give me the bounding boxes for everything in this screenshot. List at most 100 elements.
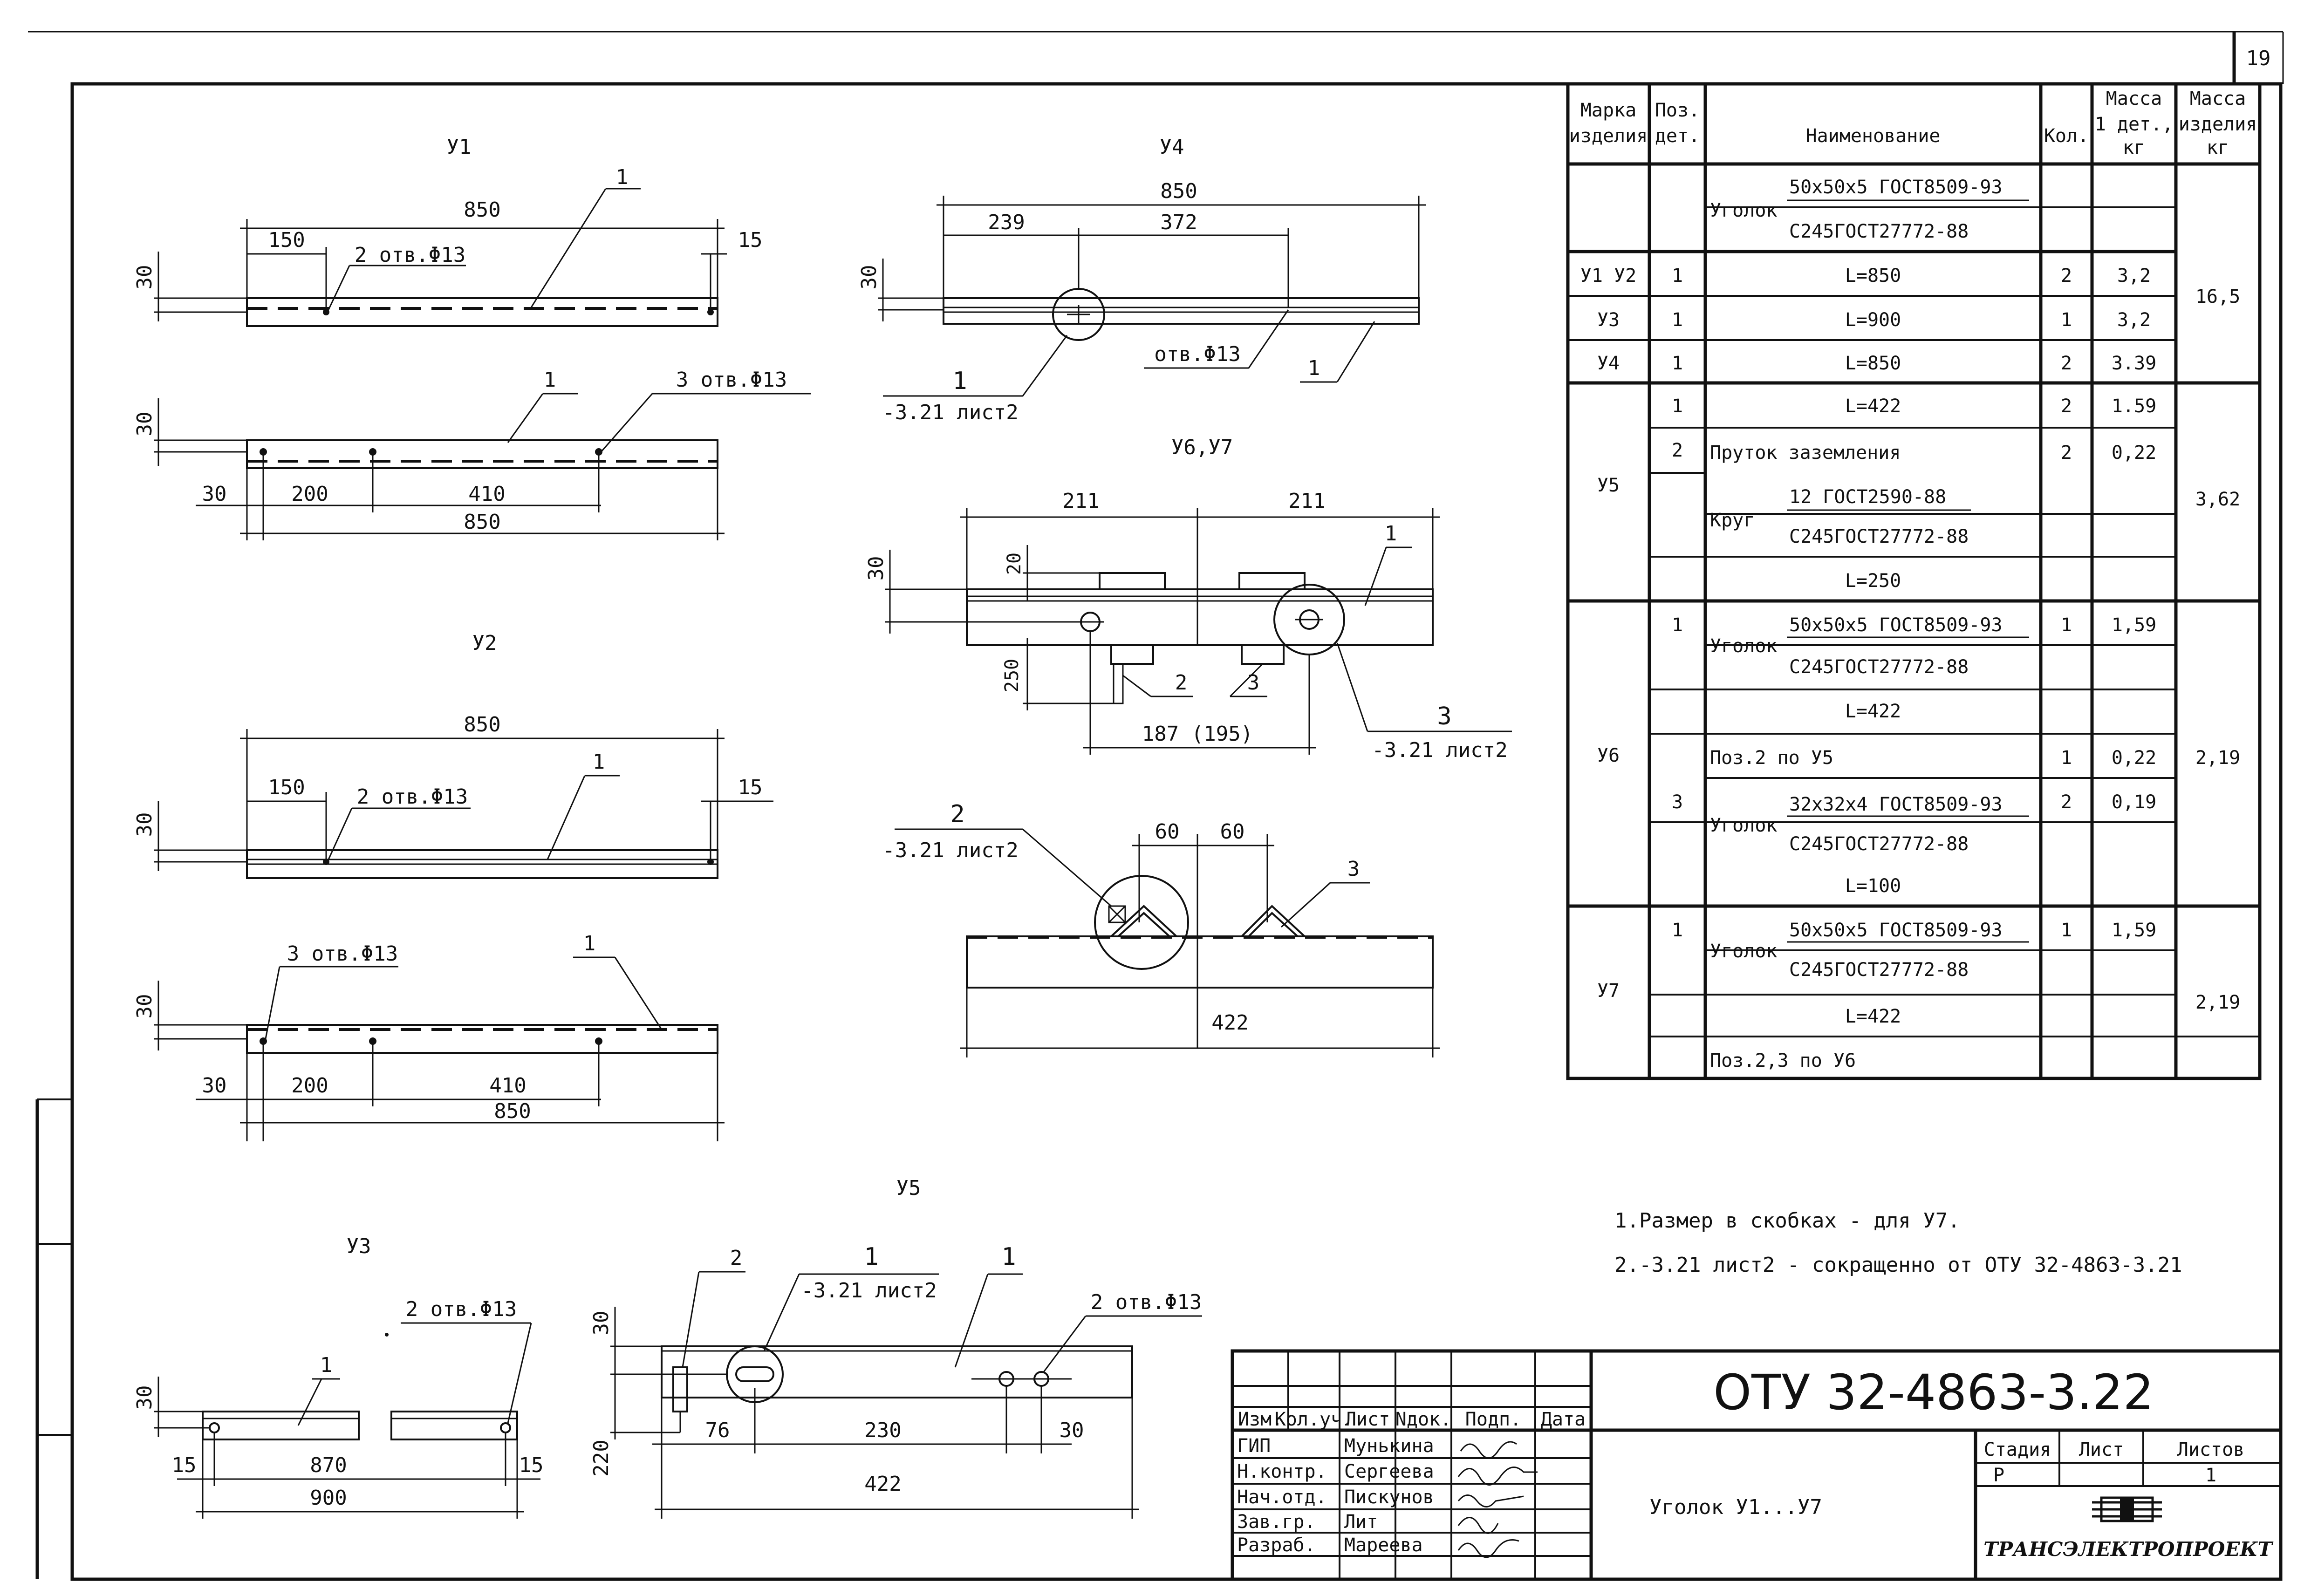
dim-200: 200 [291,482,328,506]
person: Лит [1344,1511,1378,1533]
col-list: Лист [1345,1409,1390,1430]
holes-label-bottom: 3 отв.Φ13 [676,368,787,392]
cell-mass-item: 2,19 [2195,747,2240,769]
cell-len: L=422 [1845,701,1901,722]
cell-mass: 3.39 [2112,353,2156,374]
dim-150: 150 [268,776,305,799]
hdr-qty: Кол. [2044,125,2089,147]
view-title: У4 [1160,135,1184,159]
col-ndok: Nдок. [1395,1409,1451,1430]
dim-30: 30 [133,1385,157,1410]
cell-len: L=100 [1845,875,1901,897]
hdr-massitem-2: изделия [2179,114,2257,135]
cell-qty: 2 [2061,442,2072,464]
note-1: 1.Размер в скобках - для У7. [1614,1209,1960,1233]
dim-20: 20 [1004,552,1025,575]
cell-steel: С245ГОСТ27772-88 [1789,833,1969,855]
cell-mass-item: 16,5 [2195,286,2240,307]
notes: 1.Размер в скобках - для У7. 2.-3.21 лис… [1614,1209,2182,1277]
dim-30-b: 30 [202,1074,227,1098]
pos-label-3: 3 [1247,671,1260,695]
holes-label: 2 отв.Φ13 [406,1297,517,1321]
pos-label-bottom: 1 [544,368,556,392]
person: Пискунов [1344,1487,1434,1508]
holes-label-bottom: 3 отв.Φ13 [287,942,398,966]
cell-mass: 1.59 [2112,396,2156,417]
cell-mass: 0,22 [2112,442,2156,464]
dim-850: 850 [464,510,500,534]
cell-len: L=850 [1845,353,1901,374]
dim-30-h: 30 [133,994,157,1019]
pos-label-2: 1 [1308,356,1320,380]
cell-mass: 1,59 [2112,614,2156,636]
dim-76: 76 [705,1419,730,1442]
org-name: ТРАНСЭЛЕКТРОПРОЕКТ [1983,1538,2273,1561]
dim-15: 15 [738,776,763,799]
cell-qty: 1 [2061,614,2072,636]
dim-410: 410 [489,1074,526,1098]
dim-length: 850 [1160,179,1197,203]
cell-steel: С245ГОСТ27772-88 [1789,221,1969,242]
holes-label: 2 отв.Φ13 [357,785,468,809]
sheet-title: Уголок У1...У7 [1649,1495,1822,1519]
dim-30-b: 30 [202,482,227,506]
cell-name: Уголок [1710,941,1778,962]
col-data: Дата [1541,1409,1586,1430]
hdr-massitem-3: кг [2207,137,2229,158]
cell-mark: У4 [1597,353,1620,374]
dim-30: 30 [864,556,888,581]
cell-name: Уголок [1710,815,1778,836]
note-2: 2.-3.21 лист2 - сокращенно от ОТУ 32-486… [1614,1253,2182,1277]
dim-422: 422 [864,1472,901,1496]
cell-ref: Поз.2,3 по У6 [1710,1050,1856,1071]
sheet-frame: 19 [28,31,2284,1581]
pos-label-1b: 1 [1001,1243,1016,1271]
view-title: У3 [347,1235,371,1258]
cell-mass: 1,59 [2112,920,2156,941]
dim-length: 850 [464,198,500,222]
holes-label: 2 отв.Φ13 [355,243,465,267]
view-u6-u7: У6,У7 211 211 30 20 250 187 (195) [864,436,1512,762]
cell-mass: 3,2 [2117,309,2151,331]
cell-pos: 1 [1672,920,1683,941]
cell-steel: С245ГОСТ27772-88 [1789,526,1969,547]
dim-200: 200 [291,1074,328,1098]
cell-pos: 1 [1672,353,1683,374]
pos-label-3b: 3 [1437,703,1451,730]
cell-qty: 1 [2061,747,2072,769]
dim-30: 30 [133,265,157,290]
dim-15-b: 15 [519,1453,544,1477]
dim-30: 30 [857,265,881,290]
hdr-pos-1: Поз. [1655,100,1700,121]
view-u2: У2 850 150 15 2 отв.Φ13 30 1 3 отв.Φ13 [133,631,773,1141]
cell-mark: У3 [1597,309,1620,331]
cell-mark: У1 У2 [1580,265,1636,286]
sheet-number: 19 [2246,47,2271,70]
dim-60-a: 60 [1155,820,1180,844]
cell-pos: 1 [1672,396,1683,417]
lists-header: Листов [2177,1439,2245,1460]
view-title: У5 [896,1176,921,1200]
cell-len: L=850 [1845,265,1901,286]
dim-850: 850 [494,1099,531,1123]
cell-name: Уголок [1710,635,1778,657]
cell-name: Круг [1710,510,1755,531]
cell-std: 50х50х5 ГОСТ8509-93 [1789,614,2003,636]
holes-label: 2 отв.Φ13 [1091,1290,1202,1314]
pos-label-2: 2 [950,800,964,828]
cell-mass: 3,2 [2117,265,2151,286]
hdr-pos-2: дет. [1655,125,1700,147]
hdr-mark-2: изделия [1569,125,1648,147]
role: Н.контр. [1237,1461,1327,1482]
cell-std: 50х50х5 ГОСТ8509-93 [1789,920,2003,941]
cell-len: L=422 [1845,396,1901,417]
lists-value: 1 [2205,1465,2216,1486]
dim-15: 15 [738,228,763,252]
pos-label-1: 1 [1385,522,1397,546]
cell-mark: У5 [1597,475,1620,496]
view-u1: У1 850 150 15 2 отв.Φ13 30 1 1 [133,135,811,540]
cell-steel: С245ГОСТ27772-88 [1789,656,1969,678]
dim-239: 239 [988,211,1025,234]
view-u4: У4 850 239 372 30 1 -3.21 лист2 отв.Φ13 … [857,135,1426,424]
